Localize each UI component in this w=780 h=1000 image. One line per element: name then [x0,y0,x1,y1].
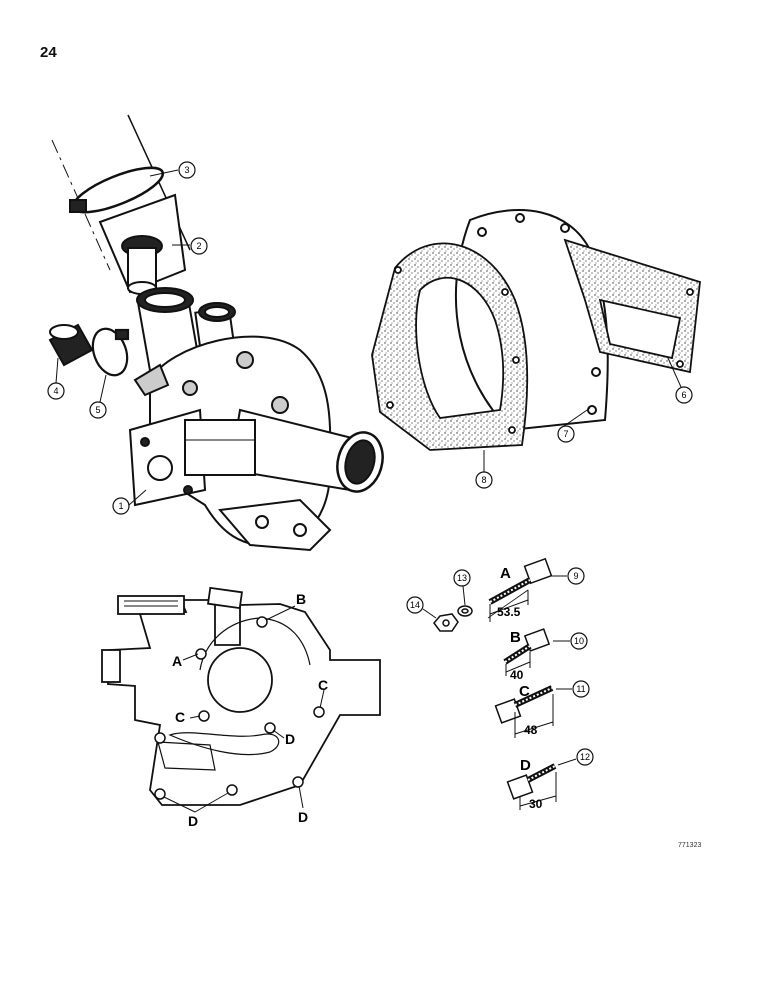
callout-2-circle [190,237,208,255]
ref-a: A [172,653,182,669]
hose-piece-4 [48,323,94,367]
callout-11-label: 11 [576,684,585,694]
ref-d-right: D [298,809,308,825]
callout-8: 8 [475,471,493,489]
bolt-b-letter: B [510,629,521,646]
ref-b: B [296,591,306,607]
callout-9-circle [567,567,585,585]
page-number: 24 [40,44,57,61]
callout-6-circle [675,386,693,404]
callout-1: 1 [112,497,130,515]
water-pump-assembly [51,114,384,552]
callout-8-circle [475,471,493,489]
callout-8-label: 8 [481,475,486,485]
bolt-12-drawing [506,763,557,800]
bolt-b-labels: B 40 [510,629,524,682]
bolt-d-letter: D [520,757,531,774]
gasket-8 [371,242,529,451]
ref-d-inner: D [285,731,295,747]
housing-leader-lines [163,605,325,813]
bolt-c-letter: C [519,683,530,700]
bolt-b-length: 40 [510,668,524,682]
callout-1-circle [112,497,130,515]
housing-bolt-holes [154,616,325,800]
callout-11: 11 [572,680,590,698]
bolt-c-labels: C 48 [519,683,538,737]
washer-13-drawing [457,605,473,617]
callout-4: 4 [47,382,65,400]
callout-7: 7 [557,425,575,443]
callout-10: 10 [570,632,588,650]
bolt-d-length: 30 [529,797,543,811]
callout-14-label: 14 [410,600,420,610]
callout-13-circle [453,569,471,587]
callout-4-label: 4 [53,386,58,396]
callout-13-label: 13 [457,573,467,583]
bolt-11-drawing [494,685,554,724]
ref-c-left: C [175,709,185,725]
callout-3: 3 [178,161,196,179]
callout-1-label: 1 [118,501,123,511]
callout-9-label: 9 [573,571,578,581]
gasket-6 [563,238,701,374]
callout-13: 13 [453,569,471,587]
callout-leaders [55,169,682,766]
ref-c-right: C [318,677,328,693]
ref-d-bottom: D [188,813,198,829]
housing-face-outline [101,586,381,806]
bolt-a-labels: A 53.5 [497,565,521,619]
nut-14-drawing [433,613,459,632]
callout-9: 9 [567,567,585,585]
housing-letter-refs: A B C C D D D [172,591,328,829]
callout-11-circle [572,680,590,698]
callout-10-circle [570,632,588,650]
bolt-9-drawing [487,557,553,619]
hose-clamp-5 [91,327,130,377]
callout-3-label: 3 [184,165,189,175]
callout-5-circle [89,401,107,419]
callout-2-label: 2 [196,241,201,251]
callout-4-circle [47,382,65,400]
callout-10-label: 10 [574,636,584,646]
callout-14-circle [406,596,424,614]
callout-6: 6 [675,386,693,404]
figure-code: 771323 [678,842,702,849]
bolt-10-drawing [503,628,551,665]
callout-7-label: 7 [563,429,568,439]
bolt-a-letter: A [500,565,511,582]
bolt-c-length: 48 [524,723,538,737]
callout-12-label: 12 [580,752,590,762]
callout-6-label: 6 [681,390,686,400]
bolt-d-labels: D 30 [520,757,543,811]
bolt-dimension-lines [489,590,557,810]
callout-3-circle [178,161,196,179]
callout-12: 12 [576,748,594,766]
bolt-a-length: 53.5 [497,605,521,619]
mounting-plate-7 [454,209,609,432]
callout-2: 2 [190,237,208,255]
callout-5-label: 5 [95,405,100,415]
callout-7-circle [557,425,575,443]
callout-12-circle [576,748,594,766]
callout-5: 5 [89,401,107,419]
callout-14: 14 [406,596,424,614]
